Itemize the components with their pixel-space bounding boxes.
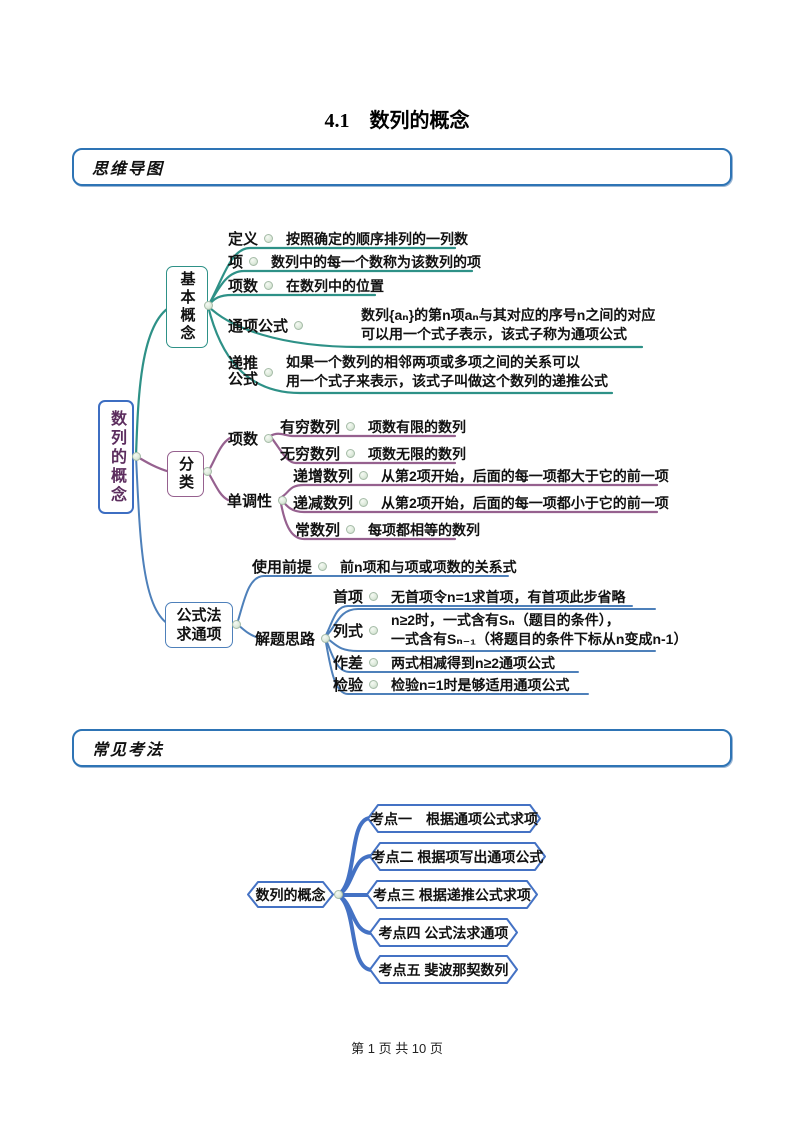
branch-node-basic-concepts: 基本概念: [166, 266, 208, 348]
leaf-increasing-sequence: 递增数列 从第2项开始，后面的每一项都大于它的前一项: [293, 465, 669, 486]
leaf-term-index-label: 项数: [228, 278, 259, 295]
leaf-premise: 使用前提 前n项和与项或项数的关系式: [252, 556, 517, 577]
leaf-decreasing-desc: 从第2项开始，后面的每一项都小于它的前一项: [381, 494, 669, 511]
exam-point-2-node: 考点二 根据项写出通项公式: [371, 848, 544, 865]
branch-node-classification: 分类: [167, 451, 204, 497]
leaf-first-term-desc: 无首项令n=1求首项，有首项此步省略: [391, 588, 626, 605]
leaf-first-term: 首项 无首项令n=1求首项，有首项此步省略: [333, 586, 626, 607]
leaf-infinite-sequence: 无穷数列 项数无限的数列: [280, 443, 466, 464]
leaf-verify-label: 检验: [333, 677, 364, 694]
exam-points-mindmap: 数列的概念 考点一 根据通项公式求项 考点二 根据项写出通项公式 考点三 根据递…: [230, 795, 590, 995]
leaf-term-label: 项: [228, 254, 244, 271]
leaf-general-formula-label: 通项公式: [228, 317, 289, 335]
leaf-finite-sequence: 有穷数列 项数有限的数列: [280, 416, 466, 437]
leaf-recursive-formula: 递推公式 如果一个数列的相邻两项或多项之间的关系可以用一个式子来表示，该式子叫做…: [228, 352, 608, 392]
exam-point-4-node: 考点四 公式法求通项: [378, 924, 509, 941]
leaf-premise-desc: 前n项和与项或项数的关系式: [340, 558, 517, 575]
leaf-subtract-label: 作差: [333, 655, 364, 672]
exam-point-3-node: 考点三 根据递推公式求项: [373, 886, 531, 903]
leaf-constant-desc: 每项都相等的数列: [368, 521, 481, 538]
group-monotonicity-label: 单调性: [227, 493, 273, 510]
leaf-infinite-label: 无穷数列: [280, 446, 341, 463]
leaf-term-index-desc: 在数列中的位置: [286, 277, 385, 294]
node-dot-icon: [264, 281, 274, 290]
exam-point-5-node: 考点五 斐波那契数列: [378, 961, 509, 978]
leaf-finite-label: 有穷数列: [280, 419, 341, 436]
leaf-term-index: 项数 在数列中的位置: [228, 275, 384, 296]
leaf-verify-desc: 检验n=1时是够适用通项公式: [391, 676, 570, 693]
group-by-term-count: 项数: [228, 428, 274, 449]
node-dot-icon: [346, 422, 356, 431]
leaf-recursive-formula-label: 递推公式: [228, 355, 259, 388]
section-header-exam-methods: 常见考法: [72, 729, 732, 767]
node-dot-icon: [359, 498, 369, 507]
leaf-subtract-desc: 两式相减得到n≥2通项公式: [391, 654, 556, 671]
section-title-exam-methods: 常见考法: [92, 742, 165, 759]
concept-mindmap: 数列的概念 基本概念 分类 公式法求通项 定义 按照确定的顺序排列的一列数 项 …: [80, 210, 760, 710]
node-dot-icon: [369, 592, 379, 601]
leaf-increasing-desc: 从第2项开始，后面的每一项都大于它的前一项: [381, 467, 669, 484]
node-dot-icon: [232, 620, 241, 629]
node-dot-icon: [321, 634, 331, 643]
node-dot-icon: [264, 234, 274, 243]
root-node-label: 数列的概念: [108, 409, 125, 505]
leaf-increasing-label: 递增数列: [293, 468, 354, 485]
leaf-finite-desc: 项数有限的数列: [368, 418, 467, 435]
branch-classify-label: 分类: [177, 456, 194, 492]
leaf-first-term-label: 首项: [333, 589, 364, 606]
branch-node-formula-method: 公式法求通项: [165, 602, 233, 648]
group-by-term-count-label: 项数: [228, 431, 259, 448]
group-solving-steps-label: 解题思路: [255, 631, 316, 648]
node-dot-icon: [369, 658, 379, 667]
leaf-premise-label: 使用前提: [252, 559, 313, 576]
leaf-subtract: 作差 两式相减得到n≥2通项公式: [333, 652, 555, 673]
node-dot-icon: [346, 525, 356, 534]
page-title: 4.1 数列的概念: [324, 110, 470, 132]
leaf-definition-desc: 按照确定的顺序排列的一列数: [286, 230, 469, 247]
branch-formula-label: 公式法求通项: [176, 607, 222, 643]
section-title-mindmap: 思维导图: [92, 161, 165, 178]
leaf-set-equations-label: 列式: [333, 622, 364, 640]
root-node-sequence-concept: 数列的概念: [98, 400, 134, 514]
group-monotonicity: 单调性: [227, 490, 288, 511]
leaf-term-desc: 数列中的每一个数称为该数列的项: [271, 253, 482, 270]
leaf-definition: 定义 按照确定的顺序排列的一列数: [228, 228, 468, 249]
node-dot-icon: [294, 320, 304, 330]
exam-point-1-node: 考点一 根据通项公式求项: [370, 810, 538, 827]
exam-root-node: 数列的概念: [255, 886, 326, 903]
node-dot-icon: [346, 449, 356, 458]
leaf-constant-sequence: 常数列 每项都相等的数列: [295, 519, 480, 540]
node-dot-icon: [203, 467, 212, 476]
node-dot-icon: [204, 301, 213, 310]
section-header-mindmap: 思维导图: [72, 148, 732, 186]
node-dot-icon: [318, 562, 328, 571]
leaf-set-equations: 列式 n≥2时，一式含有Sₙ（题目的条件），一式含有Sₙ₋₁（将题目的条件下标从…: [333, 610, 687, 650]
leaf-set-equations-desc: n≥2时，一式含有Sₙ（题目的条件），一式含有Sₙ₋₁（将题目的条件下标从n变成…: [391, 612, 688, 647]
node-dot-icon: [369, 680, 379, 689]
leaf-verify: 检验 检验n=1时是够适用通项公式: [333, 674, 570, 695]
node-dot-icon: [264, 367, 274, 377]
exam-map-connector-lines: [247, 804, 546, 984]
leaf-constant-label: 常数列: [295, 522, 341, 539]
node-dot-icon: [249, 257, 259, 266]
leaf-term: 项 数列中的每一个数称为该数列的项: [228, 251, 481, 272]
node-dot-icon: [334, 890, 343, 899]
node-dot-icon: [359, 471, 369, 480]
leaf-decreasing-label: 递减数列: [293, 495, 354, 512]
page-number: 第 1 页 共 10 页: [351, 1041, 443, 1056]
leaf-definition-label: 定义: [228, 231, 259, 248]
node-dot-icon: [264, 434, 274, 443]
node-dot-icon: [278, 496, 288, 505]
leaf-infinite-desc: 项数无限的数列: [368, 445, 467, 462]
branch-basic-label: 基本概念: [178, 271, 196, 343]
node-dot-icon: [132, 452, 141, 461]
leaf-general-formula-desc: 数列{aₙ}的第n项aₙ与其对应的序号n之间的对应可以用一个式子表示，该式子称为…: [361, 307, 656, 342]
group-solving-steps: 解题思路: [255, 628, 331, 649]
leaf-recursive-formula-desc: 如果一个数列的相邻两项或多项之间的关系可以用一个式子来表示，该式子叫做这个数列的…: [286, 354, 609, 389]
leaf-decreasing-sequence: 递减数列 从第2项开始，后面的每一项都小于它的前一项: [293, 492, 669, 513]
leaf-general-formula: 通项公式 数列{aₙ}的第n项aₙ与其对应的序号n之间的对应可以用一个式子表示，…: [228, 305, 655, 345]
node-dot-icon: [369, 625, 379, 635]
